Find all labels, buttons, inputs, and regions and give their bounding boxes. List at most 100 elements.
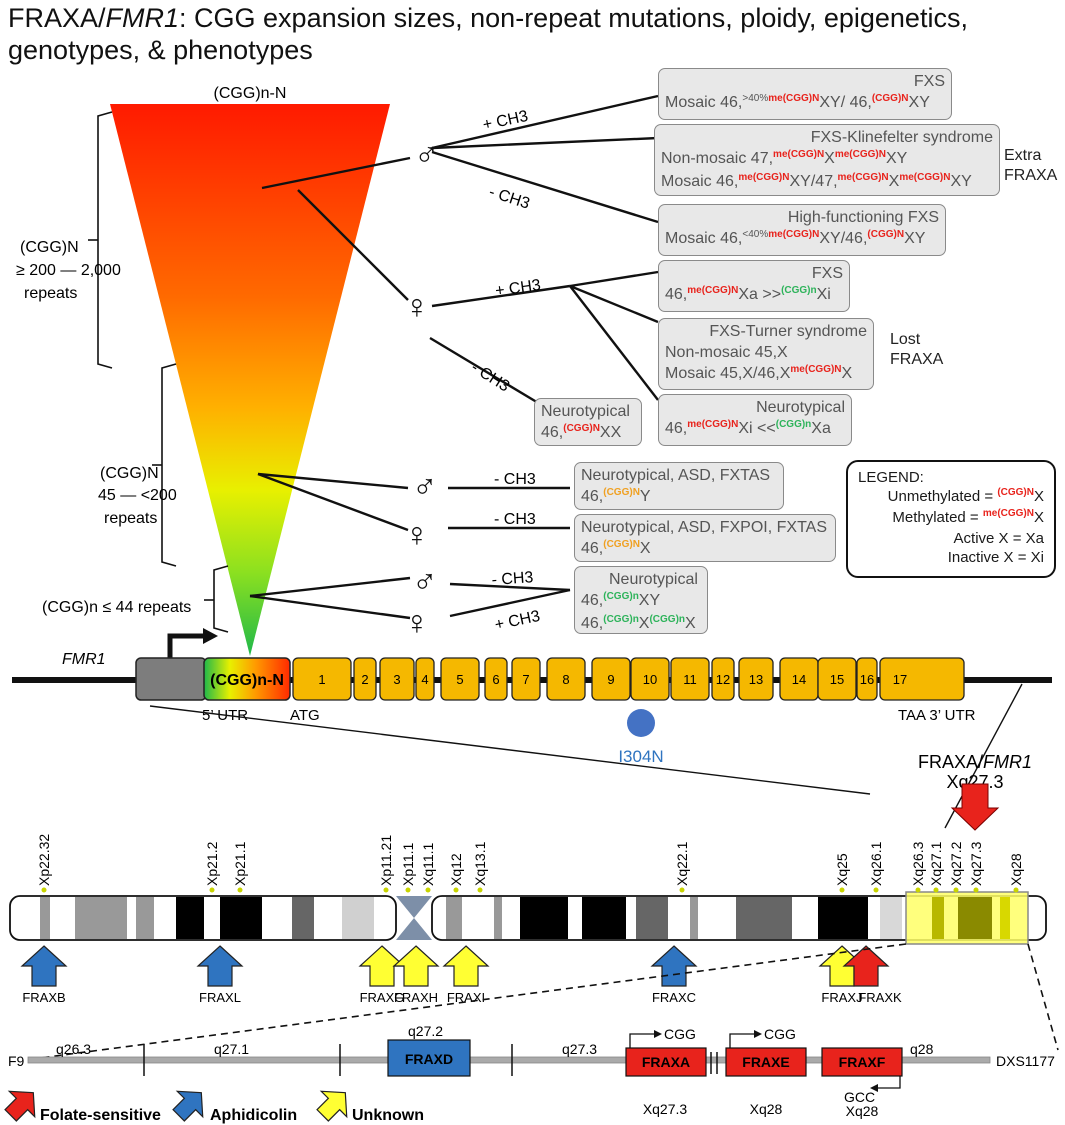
full-range-line1: (CGG)N (20, 239, 79, 256)
fraxe-position: Xq28 (750, 1101, 783, 1117)
fraxa-site (625, 1047, 707, 1077)
legend-methylated: Methylated = me(CGG)NX (892, 508, 1044, 526)
fraxc-label: FRAXC (652, 990, 696, 1005)
band-label-6: Xq12 (448, 853, 464, 886)
key-arrows (4, 1090, 348, 1122)
box-normal: Neurotypical 46,(CGG)nXY 46,(CGG)nX(CGG)… (574, 566, 708, 634)
exon-label-3: 3 (393, 672, 400, 687)
band-label-11: Xq26.3 (910, 841, 926, 886)
fraxa-detail-label: FRAXA (642, 1054, 690, 1070)
triangle-top-label: (CGG)n-N (214, 85, 287, 102)
exon-label-5: 5 (456, 672, 463, 687)
fraxf-site (821, 1047, 903, 1077)
detail-zoom-right (1027, 943, 1059, 1051)
normal-female-plus-ch3: + CH3 (493, 608, 541, 634)
fraxl-arrow (196, 945, 244, 987)
band-marker-8 (679, 887, 685, 893)
genotype-line: 46,(CGG)NY (581, 487, 651, 505)
key-folate-label: Folate-sensitive (40, 1107, 161, 1124)
female-full-plus-ch3: + CH3 (494, 277, 542, 300)
exon-8 (546, 657, 586, 701)
genotype-line: 46,me(CGG)NXi <<(CGG)nXa (665, 419, 831, 437)
fraxe-cgg-arrowhead (754, 1030, 762, 1038)
pre-female-minus-ch3: - CH3 (494, 511, 536, 528)
box-premutation-male: Neurotypical, ASD, FXTAS 46,(CGG)NY (574, 462, 784, 510)
genotype-line-1: 46,(CGG)nXY (581, 591, 661, 609)
detail-region-q27-1: q27.1 (214, 1041, 249, 1057)
exon-13 (738, 657, 774, 701)
x-chromosome (9, 891, 1047, 945)
i304n-label: I304N (618, 747, 663, 766)
exon-label-4: 4 (421, 672, 428, 687)
exon-3 (379, 657, 415, 701)
band-marker-4 (405, 887, 411, 893)
fraxc-arrow (650, 945, 698, 987)
band-label-2: Xp21.1 (232, 841, 248, 886)
box-title: FXS (913, 73, 945, 90)
fraxd-label: FRAXD (405, 1051, 453, 1067)
exon-12 (711, 657, 735, 701)
exon-1 (292, 657, 352, 701)
exon-5 (440, 657, 480, 701)
legend-inactive-x: Inactive X = Xi (947, 549, 1044, 566)
key-folate-arrow (4, 1090, 36, 1122)
normal-male-minus-ch3: - CH3 (491, 569, 534, 589)
key-unknown-label: Unknown (352, 1107, 424, 1124)
zoom-line-left (149, 705, 871, 795)
band-label-14: Xq27.3 (968, 841, 984, 886)
zoom-line-right (944, 683, 1023, 829)
box-high-functioning-fxs: High-functioning FXS Mosaic 46,<40%me(CG… (658, 204, 946, 256)
cgg-repeat-label: (CGG)n-N (210, 672, 284, 689)
fraxa-cgg-arrowhead (654, 1030, 662, 1038)
band-marker-14 (973, 887, 979, 893)
fraxa-locus-arrow (950, 783, 1000, 831)
cgg-repeat-block (203, 657, 291, 701)
gene-name-label: FMR1 (62, 651, 106, 668)
genotype-line: 46,(CGG)NXX (541, 423, 622, 441)
exon-label-15: 15 (830, 672, 844, 687)
exon-label-1: 1 (318, 672, 325, 687)
detail-zoom-left (39, 943, 907, 1059)
exon-label-13: 13 (749, 672, 763, 687)
fraxe-cgg-label: CGG (764, 1026, 796, 1042)
fraxh-arrow (392, 945, 440, 987)
pre-range-line2: 45 — <200 (98, 487, 177, 504)
box-premutation-female: Neurotypical, ASD, FXPOI, FXTAS 46,(CGG)… (574, 514, 836, 562)
band-marker-13 (953, 887, 959, 893)
atg-label: ATG (290, 707, 320, 724)
genotype-line: Mosaic 46,>40%me(CGG)NXY/ 46,(CGG)NXY (665, 93, 930, 111)
exon-17 (879, 657, 965, 701)
box-fxs-male: FXS Mosaic 46,>40%me(CGG)NXY/ 46,(CGG)NX… (658, 68, 952, 120)
detail-region-dividers (143, 1044, 718, 1076)
female-full-minus-ch3: - CH3 (468, 359, 513, 396)
exon-label-2: 2 (361, 672, 368, 687)
pre-range-line1: (CGG)N (100, 465, 159, 482)
female-normal-symbol: ♀ (404, 604, 430, 642)
detail-left-marker: F9 (8, 1053, 25, 1069)
band-label-9: Xq25 (834, 853, 850, 886)
key-aphidicolin-label: Aphidicolin (210, 1107, 297, 1124)
i304n-mutation-dot (627, 709, 655, 737)
box-neurotypical-unmethylated: Neurotypical 46,(CGG)NXX (534, 398, 642, 446)
exon-2 (353, 657, 377, 701)
male-normal-symbol: ♂ (412, 563, 438, 601)
fraxi-label: FRAXI (447, 990, 485, 1005)
exon-7 (511, 657, 541, 701)
band-label-1: Xp21.2 (204, 841, 220, 886)
exon-15 (817, 657, 857, 701)
band-marker-0 (41, 887, 47, 893)
title-prefix: FRAXA/ (8, 3, 106, 33)
exon-6 (484, 657, 508, 701)
utr5-block (135, 657, 207, 701)
genotype-line-1: Non-mosaic 47,me(CGG)NXme(CGG)NXY (661, 149, 908, 167)
range-brackets (88, 111, 229, 633)
band-marker-10 (873, 887, 879, 893)
genotype-line-1: Non-mosaic 45,X (665, 344, 788, 361)
band-label-3: Xp11.21 (378, 835, 394, 886)
fraxl-label: FRAXL (199, 990, 241, 1005)
genotype-line-2: Mosaic 46,me(CGG)NXY/47,me(CGG)NXme(CGG)… (661, 172, 972, 190)
band-marker-12 (933, 887, 939, 893)
premutation-bracket (161, 363, 177, 567)
